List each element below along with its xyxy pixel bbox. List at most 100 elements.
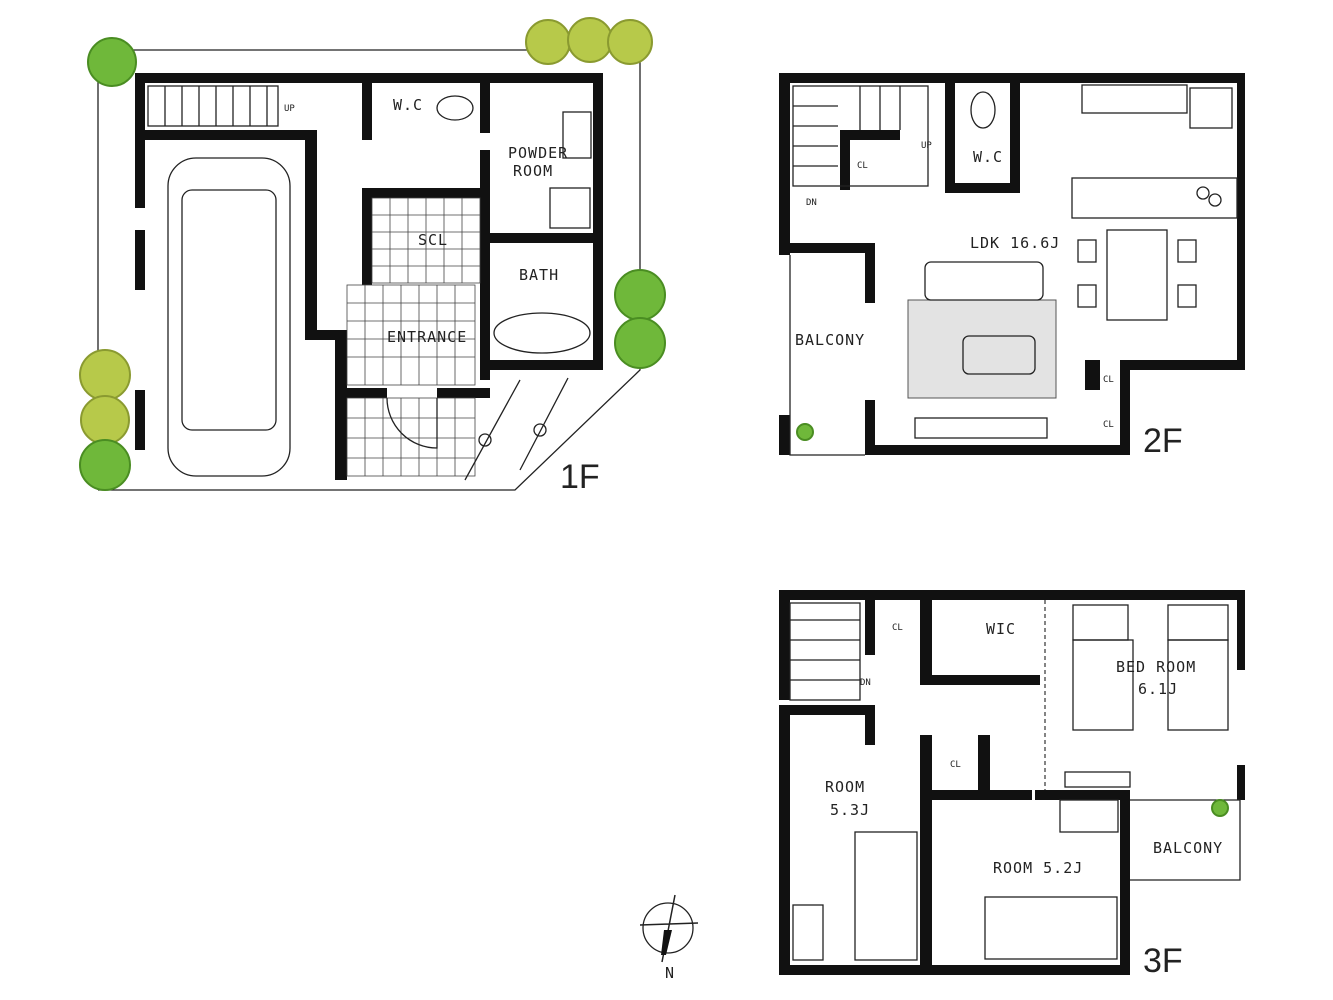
wall <box>790 705 875 715</box>
wall <box>865 705 875 745</box>
coffee-table <box>962 335 1036 375</box>
label-up: UP <box>921 141 932 151</box>
floor-label-3f: 3F <box>1143 942 1183 980</box>
plant <box>796 423 814 441</box>
label-cl: CL <box>857 161 868 171</box>
car <box>167 157 291 477</box>
wall <box>978 735 990 800</box>
floor-3f: CL WIC BED ROOM 6.1J DN ROOM 5.3J CL ROO… <box>779 590 1245 980</box>
plant <box>1211 799 1229 817</box>
pillow <box>1072 604 1129 641</box>
label-scl: SCL <box>418 231 448 249</box>
wall <box>779 590 1245 600</box>
rug <box>907 299 1057 399</box>
fridge <box>1189 87 1233 129</box>
floor-1f: UP W.C POWDER ROOM SCL BATH ENTRANCE 1F <box>79 17 666 496</box>
wall <box>865 600 875 655</box>
wall <box>305 330 347 340</box>
trees <box>79 17 666 491</box>
wall <box>1085 360 1100 390</box>
desk <box>792 904 824 961</box>
wall <box>779 590 790 700</box>
wall <box>865 400 875 455</box>
site-boundary <box>97 49 641 491</box>
wall <box>865 243 875 303</box>
sofa <box>924 261 1044 301</box>
label-room-size: 5.3J <box>830 801 870 819</box>
tile-floor <box>346 197 481 477</box>
sink <box>562 111 592 159</box>
label-cl: CL <box>892 623 903 633</box>
wall <box>347 388 387 398</box>
entrance-door[interactable] <box>386 397 438 449</box>
stairs <box>792 85 929 187</box>
pillow <box>1167 604 1229 641</box>
bathtub <box>493 312 591 354</box>
wall <box>1237 765 1245 800</box>
compass-circle <box>642 902 694 954</box>
kitchen-shelf <box>1081 84 1188 114</box>
wall <box>1120 790 1130 975</box>
label-powder-room: ROOM <box>513 162 553 180</box>
toilet <box>436 95 474 121</box>
wall <box>305 130 317 330</box>
wall <box>135 230 145 290</box>
wall <box>840 130 900 140</box>
bed <box>1072 639 1134 731</box>
wall <box>135 73 145 208</box>
label-dn: DN <box>806 198 817 208</box>
stairs <box>789 602 861 701</box>
label-up: UP <box>284 104 295 114</box>
label-ldk: LDK 16.6J <box>970 234 1060 252</box>
wall <box>480 73 490 133</box>
label-cl: CL <box>1103 420 1114 430</box>
label-cl: CL <box>950 760 961 770</box>
compass-needle <box>661 930 672 955</box>
wall <box>779 965 1130 975</box>
wall <box>1237 73 1245 370</box>
compass-label: N <box>665 964 675 982</box>
wall <box>1035 790 1130 800</box>
stairs <box>147 85 279 127</box>
label-dn: DN <box>860 678 871 688</box>
label-powder: POWDER <box>508 144 568 162</box>
wall <box>145 130 317 140</box>
wall <box>362 188 490 198</box>
label-wc: W.C <box>973 148 1003 166</box>
wall <box>945 83 955 193</box>
balcony-edge <box>789 255 865 456</box>
shelf <box>1064 771 1131 788</box>
wall <box>1120 360 1130 455</box>
wall <box>437 388 490 398</box>
toilet <box>970 91 996 129</box>
label-room-2: ROOM 5.2J <box>993 859 1083 877</box>
wall <box>779 73 1245 83</box>
bed <box>854 831 918 961</box>
wall <box>840 130 850 190</box>
wall <box>1237 590 1245 670</box>
label-balcony: BALCONY <box>795 331 865 349</box>
label-wic: WIC <box>986 620 1016 638</box>
floor-label-1f: 1F <box>560 458 600 496</box>
washer <box>549 187 591 229</box>
floor-label-2f: 2F <box>1143 422 1183 460</box>
wall <box>362 73 372 140</box>
label-balcony: BALCONY <box>1153 839 1223 857</box>
wall <box>920 600 932 685</box>
wall <box>920 735 932 965</box>
desk <box>1059 799 1119 833</box>
label-room: ROOM <box>825 778 865 796</box>
tv-board <box>914 417 1048 439</box>
floor-2f: UP DN CL W.C LDK 16.6J BALCONY CL CL 2F <box>779 73 1245 460</box>
wall <box>593 73 603 370</box>
wall <box>362 188 372 285</box>
label-wc: W.C <box>393 96 423 114</box>
compass-cross <box>639 894 699 963</box>
wall <box>135 390 145 450</box>
wall <box>779 415 790 455</box>
bicycles <box>464 377 569 481</box>
wall <box>490 360 603 370</box>
wall <box>790 243 875 253</box>
north-compass: N <box>639 894 699 982</box>
wall <box>480 150 490 380</box>
